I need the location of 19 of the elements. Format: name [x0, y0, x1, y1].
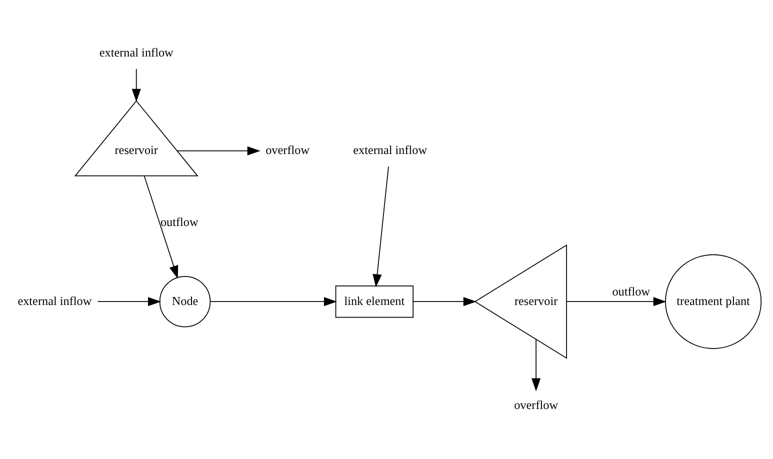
edge-label: outflow [160, 215, 198, 230]
arrow [372, 166, 389, 288]
arrow [97, 297, 162, 306]
arrow [210, 297, 338, 306]
node-text: external inflow [18, 294, 92, 308]
node-text: overflow [514, 398, 558, 412]
node-box: link element [335, 286, 414, 318]
arrow [531, 339, 541, 392]
arrow [144, 176, 178, 279]
arrow [412, 297, 476, 306]
node-text: external inflow [99, 45, 174, 60]
arrow [176, 146, 260, 156]
node-text: overflow [266, 143, 310, 158]
node-circle: treatment plant [665, 254, 762, 349]
edge-label: outflow [612, 284, 650, 299]
node-text: external inflow [353, 143, 428, 158]
node-circle: Node [159, 276, 211, 328]
arrow [566, 297, 666, 306]
arrow [132, 68, 141, 102]
